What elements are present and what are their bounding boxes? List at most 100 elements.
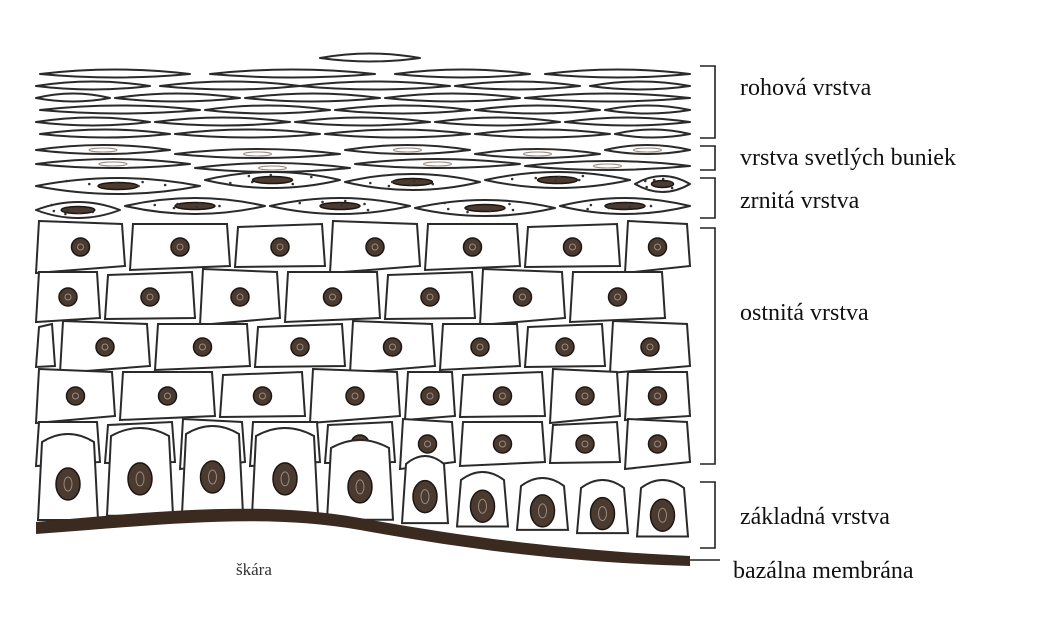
keratohyalin-granule: [558, 176, 561, 179]
spinosum-nucleus: [67, 387, 85, 405]
label-zrnita-vrstva: zrnitá vrstva: [740, 188, 860, 214]
keratohyalin-granule: [50, 204, 53, 207]
spinosum-nucleus: [576, 435, 594, 453]
lucidum-cell: [175, 149, 340, 158]
corneum-cell: [320, 54, 420, 62]
corneum-cell: [475, 130, 610, 138]
granulosum-nucleus: [98, 183, 138, 190]
spinosum-nucleus: [609, 288, 627, 306]
corneum-cell: [475, 106, 600, 114]
basale-nucleus: [471, 490, 495, 522]
corneum-cell: [205, 106, 330, 114]
stratum-corneum-illustration: [36, 54, 690, 138]
spinosum-nucleus: [291, 338, 309, 356]
keratohyalin-granule: [340, 204, 343, 207]
spinosum-nucleus: [72, 238, 90, 256]
spinosum-nucleus: [494, 387, 512, 405]
lucidum-cell: [475, 149, 600, 158]
keratohyalin-granule: [489, 210, 492, 213]
corneum-cell: [36, 118, 150, 126]
keratohyalin-granule: [466, 211, 469, 214]
spinosum-nucleus: [514, 288, 532, 306]
spinosum-nucleus: [649, 387, 667, 405]
spinosum-nucleus: [384, 338, 402, 356]
spinosum-nucleus: [271, 238, 289, 256]
label-bazalna-membrana: bazálna membrána: [733, 558, 914, 584]
bracket-ostnita: [700, 228, 715, 464]
spinosum-nucleus: [419, 435, 437, 453]
keratohyalin-granule: [195, 206, 198, 209]
keratohyalin-granule: [554, 180, 557, 183]
spinosum-nucleus: [464, 238, 482, 256]
keratohyalin-granule: [64, 213, 67, 216]
spinosum-cell: [36, 324, 55, 367]
spinosum-nucleus: [59, 288, 77, 306]
keratohyalin-granule: [508, 203, 511, 206]
spinosum-nucleus: [649, 238, 667, 256]
keratohyalin-granule: [321, 201, 324, 204]
spinosum-nucleus: [159, 387, 177, 405]
keratohyalin-granule: [431, 183, 434, 186]
keratohyalin-granule: [53, 210, 56, 213]
stratum-granulosum-illustration: [36, 172, 690, 218]
corneum-cell: [40, 106, 200, 114]
spinosum-nucleus: [346, 387, 364, 405]
granulosum-nucleus: [320, 203, 360, 210]
keratohyalin-granule: [291, 183, 294, 186]
corneum-cell: [395, 70, 530, 78]
keratohyalin-granule: [611, 203, 614, 206]
keratohyalin-granule: [367, 209, 370, 212]
keratohyalin-granule: [218, 205, 221, 208]
basale-nucleus: [531, 495, 555, 527]
spinosum-nucleus: [231, 288, 249, 306]
keratohyalin-granule: [91, 211, 94, 214]
keratohyalin-granule: [669, 181, 672, 184]
corneum-cell: [155, 118, 290, 126]
lucidum-cell: [195, 163, 350, 172]
keratohyalin-granule: [88, 183, 91, 186]
keratohyalin-granule: [248, 175, 251, 178]
lucidum-cell: [605, 145, 690, 154]
spinosum-nucleus: [556, 338, 574, 356]
corneum-cell: [615, 130, 690, 138]
corneum-cell: [36, 94, 110, 102]
label-rohova-vrstva: rohová vrstva: [740, 75, 872, 101]
basale-nucleus: [651, 499, 675, 531]
keratohyalin-granule: [607, 207, 610, 210]
stratum-lucidum-illustration: [36, 145, 690, 172]
keratohyalin-granule: [447, 208, 450, 211]
corneum-cell: [455, 82, 580, 90]
label-vrstva-svetlych: vrstva svetlých buniek: [740, 145, 956, 171]
keratohyalin-granule: [363, 203, 366, 206]
corneum-cell: [245, 94, 380, 102]
granulosum-nucleus: [465, 205, 505, 212]
keratohyalin-granule: [443, 202, 446, 205]
granulosum-nucleus: [538, 177, 578, 184]
lucidum-nucleus: [594, 164, 622, 168]
keratohyalin-granule: [671, 187, 674, 190]
keratohyalin-granule: [199, 202, 202, 205]
corneum-cell: [435, 118, 560, 126]
layer-brackets: [690, 66, 720, 560]
keratohyalin-granule: [586, 208, 589, 211]
label-skara: škára: [236, 560, 272, 579]
granulosum-nucleus: [175, 203, 215, 210]
spinosum-nucleus: [194, 338, 212, 356]
spinosum-nucleus: [649, 435, 667, 453]
keratohyalin-granule: [578, 179, 581, 182]
granulosum-nucleus: [393, 179, 433, 186]
keratohyalin-granule: [115, 182, 118, 185]
corneum-cell: [40, 130, 170, 138]
corneum-cell: [36, 82, 150, 90]
lucidum-cell: [345, 145, 470, 154]
spinosum-nucleus: [366, 238, 384, 256]
keratohyalin-granule: [410, 184, 413, 187]
lucidum-cell: [36, 145, 170, 154]
corneum-cell: [590, 82, 690, 90]
spinosum-nucleus: [171, 238, 189, 256]
keratohyalin-granule: [644, 180, 647, 183]
keratohyalin-granule: [344, 200, 347, 203]
keratohyalin-granule: [65, 180, 68, 183]
basale-nucleus: [201, 461, 225, 493]
keratohyalin-granule: [662, 178, 665, 181]
